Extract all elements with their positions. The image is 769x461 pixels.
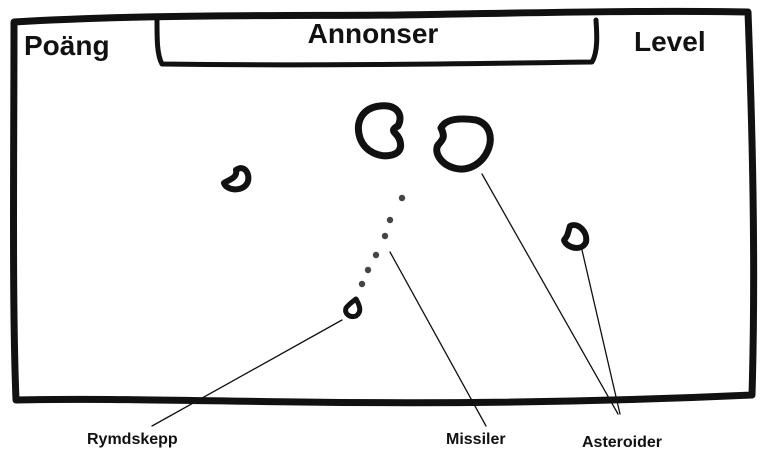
missile	[381, 232, 389, 240]
callout-missiles: Missiler	[446, 431, 506, 448]
ads-banner	[154, 17, 600, 68]
ads-label: Annonser	[308, 18, 439, 49]
callout-line-missiles	[389, 251, 487, 427]
callout-line-asteroid-large	[481, 173, 619, 415]
game-frame	[10, 7, 758, 407]
missile	[398, 194, 406, 202]
callout-line-asteroid-small	[581, 249, 621, 415]
missile	[386, 216, 394, 224]
callout-spaceship: Rymdskepp	[87, 431, 178, 448]
asteroid-large-left	[354, 102, 405, 160]
missile	[358, 280, 366, 288]
callout-asteroids: Asteroider	[582, 434, 662, 451]
callout-line-spaceship	[151, 319, 343, 427]
missile	[364, 266, 372, 274]
asteroid-small-right	[561, 222, 590, 251]
spaceship	[343, 296, 363, 319]
missile-trail	[358, 194, 406, 288]
score-label: Poäng	[24, 30, 110, 61]
asteroid-large-right	[433, 115, 494, 173]
level-label: Level	[634, 26, 706, 57]
asteroid-small-left	[221, 165, 252, 193]
missile	[372, 251, 380, 259]
